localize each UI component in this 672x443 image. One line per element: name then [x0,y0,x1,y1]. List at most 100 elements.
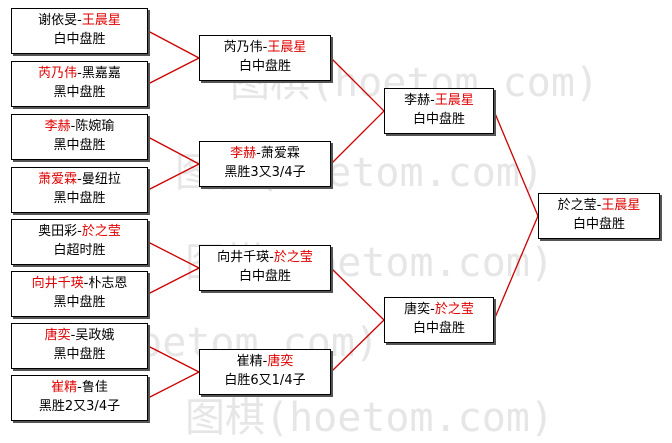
match-box: 唐奕-於之莹白中盘胜 [384,297,494,343]
player-name: 吴政娥 [75,328,115,343]
separator: - [256,146,261,161]
match-result: 白超时胜 [53,243,106,258]
player-name: 陈婉瑜 [75,119,115,134]
match-box: 谢依旻-王晨星白中盘胜 [11,8,148,54]
match-box: 向井千瑛-朴志恩黑中盘胜 [11,271,148,317]
player-name: 曼纽拉 [81,172,121,187]
connector-line [147,241,200,269]
match-result: 白中盘胜 [238,269,291,284]
connector-line [147,163,200,191]
separator: - [83,276,89,291]
separator: - [262,40,268,55]
match-players: 唐奕-於之莹 [385,300,493,319]
player-name: 向井千瑛 [217,250,270,265]
player-name: 唐奕 [404,302,431,317]
separator: - [77,13,82,28]
match-players: 芮乃伟-王晨星 [200,38,330,57]
match-box: 唐奕-吴政娥黑中盘胜 [11,323,148,369]
match-result: 黑胜2又3/4子 [38,399,121,414]
player-name: 於之莹 [273,250,313,265]
player-name: 於之莹 [434,302,474,317]
match-players: 李赫-王晨星 [385,91,493,110]
separator: - [77,66,82,81]
separator: - [430,302,435,317]
player-name: 於之莹 [557,198,597,213]
match-players: 奥田彩-於之莹 [12,222,147,241]
player-name: 唐奕 [267,354,294,369]
player-name: 崔精 [51,380,78,395]
match-players: 向井千瑛-朴志恩 [12,274,147,293]
player-name: 萧爱霖 [38,172,78,187]
match-box: 李赫-陈婉瑜黑中盘胜 [11,114,148,160]
connector-line [493,110,539,217]
player-name: 鲁佳 [81,380,108,395]
player-name: 向井千瑛 [31,276,84,291]
player-name: 黑嘉嘉 [81,66,121,81]
separator: - [596,198,602,213]
match-result: 白中盘胜 [572,217,625,232]
separator: - [262,354,268,369]
match-players: 唐奕-吴政娥 [12,326,147,345]
match-players: 李赫-萧爱霖 [200,144,330,163]
separator: - [269,250,274,265]
match-box: 萧爱霖-曼纽拉黑中盘胜 [11,167,148,213]
match-players: 李赫-陈婉瑜 [12,117,147,136]
connector-line [330,110,385,165]
match-players: 崔精-鲁佳 [12,378,147,397]
player-name: 朴志恩 [88,276,128,291]
separator: - [77,380,82,395]
match-players: 萧爱霖-曼纽拉 [12,170,147,189]
match-result: 黑中盘胜 [53,191,106,206]
connector-line [147,30,200,59]
player-name: 萧爱霖 [260,146,300,161]
separator: - [70,119,76,134]
connector-line [493,215,539,321]
bracket-connectors [147,30,539,399]
match-result: 黑中盘胜 [53,347,106,362]
connector-line [147,267,200,295]
player-name: 王晨星 [434,93,474,108]
connector-line [147,136,200,165]
connector-line [147,345,200,373]
player-name: 芮乃伟 [223,40,263,55]
player-name: 王晨星 [267,40,307,55]
player-name: 谢依旻 [38,13,78,28]
match-result: 白中盘胜 [53,32,106,47]
player-name: 李赫 [44,119,71,134]
match-players: 崔精-唐奕 [200,352,330,371]
match-box: 芮乃伟-王晨星白中盘胜 [199,35,331,81]
match-result: 黑中盘胜 [53,138,106,153]
match-result: 白中盘胜 [238,59,291,74]
match-players: 芮乃伟-黑嘉嘉 [12,64,147,83]
match-box: 李赫-王晨星白中盘胜 [384,88,494,134]
player-name: 李赫 [230,146,257,161]
separator: - [77,224,82,239]
player-name: 王晨星 [601,198,641,213]
connector-line [147,371,200,399]
player-name: 王晨星 [81,13,121,28]
separator: - [430,93,435,108]
match-box: 崔精-鲁佳黑胜2又3/4子 [11,375,148,421]
player-name: 奥田彩 [38,224,78,239]
match-box: 於之莹-王晨星白中盘胜 [538,193,660,239]
connector-line [330,57,385,112]
match-box: 李赫-萧爱霖黑胜3又3/4子 [199,141,331,187]
connector-line [330,319,385,373]
player-name: 芮乃伟 [38,66,78,81]
player-name: 於之莹 [81,224,121,239]
bracket-diagram: 图棋(hoetom.com) 图棋(hoetom.com) 图棋(hoetom.… [10,8,660,441]
match-players: 向井千瑛-於之莹 [200,248,330,267]
match-result: 黑中盘胜 [53,295,106,310]
match-result: 黑中盘胜 [53,85,106,100]
player-name: 唐奕 [44,328,71,343]
player-name: 李赫 [404,93,431,108]
match-box: 奥田彩-於之莹白超时胜 [11,219,148,265]
connector-line [147,57,200,85]
match-players: 谢依旻-王晨星 [12,11,147,30]
separator: - [77,172,82,187]
match-players: 於之莹-王晨星 [539,196,659,215]
match-result: 黑胜3又3/4子 [224,165,306,180]
match-result: 白中盘胜 [412,112,465,127]
match-box: 芮乃伟-黑嘉嘉黑中盘胜 [11,61,148,107]
match-result: 白胜6又1/4子 [224,373,306,388]
